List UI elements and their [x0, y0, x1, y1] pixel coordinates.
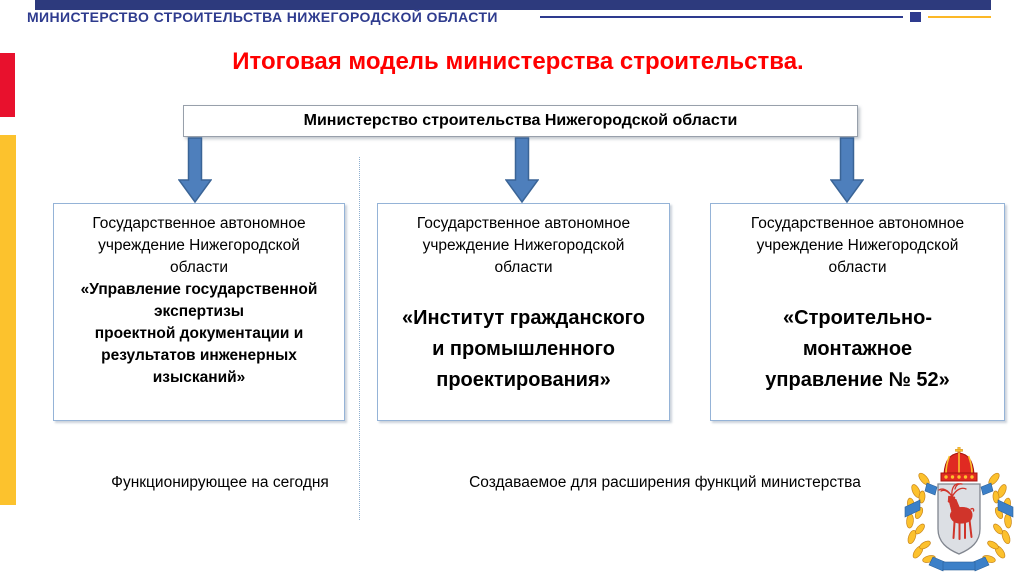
root-org-box: Министерство строительства Нижегородской…: [183, 105, 858, 137]
header-rule-yellow: [928, 16, 991, 18]
org-box-expertise: Государственное автономное учреждение Ни…: [53, 203, 345, 421]
header-rule-navy: [540, 16, 903, 18]
slide-title: Итоговая модель министерства строительст…: [232, 48, 804, 75]
left-red-accent-bar: [0, 53, 15, 117]
dotted-divider: [359, 157, 360, 520]
org-box-construction-dept: Государственное автономное учреждение Ни…: [710, 203, 1005, 421]
root-org-label: Министерство строительства Нижегородской…: [303, 112, 738, 129]
page-header-title: МИНИСТЕРСТВО СТРОИТЕЛЬСТВА НИЖЕГОРОДСКОЙ…: [27, 9, 498, 25]
coat-of-arms-icon: [904, 447, 1014, 572]
org-box-intro: Государственное автономное учреждение Ни…: [416, 215, 631, 276]
org-box-name: «Строительно- монтажное управление № 52»: [765, 307, 950, 391]
header-rule-square-icon: [910, 12, 921, 22]
down-arrow-icon: [178, 137, 212, 203]
left-yellow-accent-bar: [0, 135, 16, 505]
org-box-intro: Государственное автономное учреждение Ни…: [92, 215, 306, 276]
org-box-name: «Институт гражданского и промышленного п…: [402, 307, 645, 391]
footer-label-created: Создаваемое для расширения функций минис…: [469, 474, 861, 491]
org-box-design-institute: Государственное автономное учреждение Ни…: [377, 203, 670, 421]
down-arrow-icon: [830, 137, 864, 203]
down-arrow-icon: [505, 137, 539, 203]
org-box-intro: Государственное автономное учреждение Ни…: [750, 215, 965, 276]
top-accent-bar: [35, 0, 991, 10]
footer-label-existing: Функционирующее на сегодня: [111, 474, 329, 491]
org-box-name: «Управление государственной экспертизы п…: [80, 281, 318, 386]
